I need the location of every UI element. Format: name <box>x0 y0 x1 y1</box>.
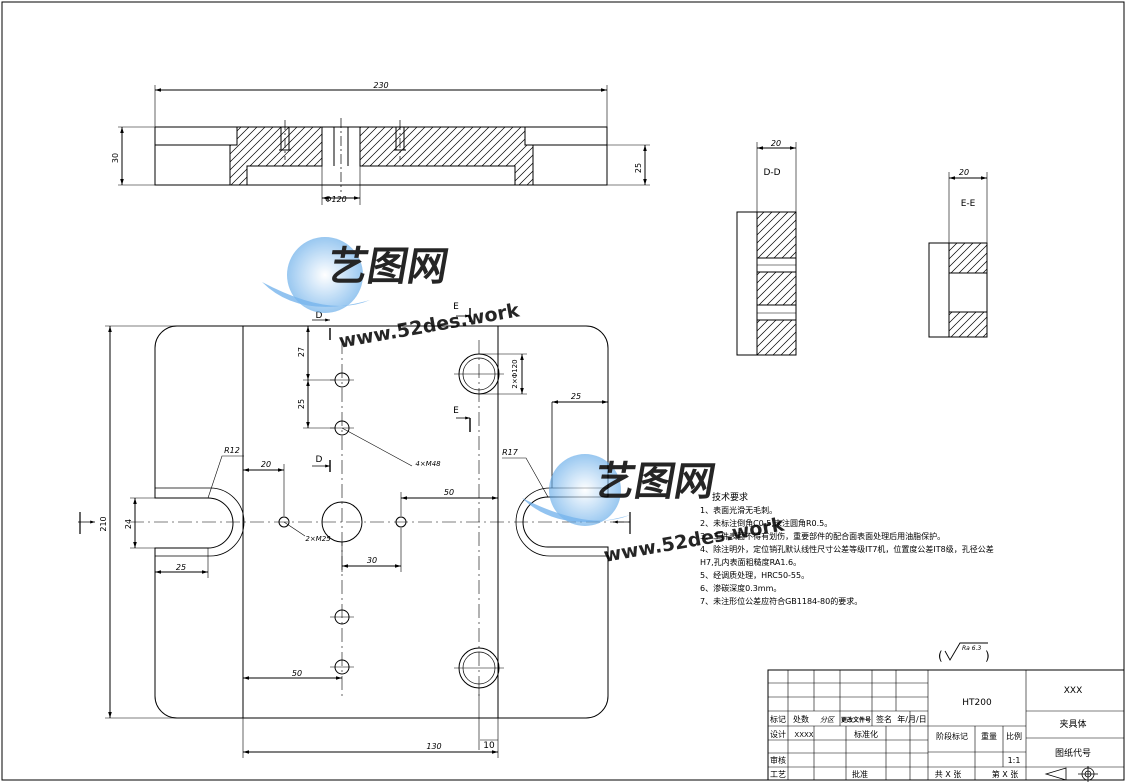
dim-e-holes: 2×Φ120 <box>511 359 519 388</box>
tb-sheets-total: 共 X 张 <box>935 770 962 779</box>
dim-d-offset-2: 25 <box>297 399 306 409</box>
tb-stage: 阶段标记 <box>936 731 968 741</box>
tb-weight: 重量 <box>981 731 997 741</box>
dim-ee-width: 20 <box>959 168 969 177</box>
label-r12: R12 <box>224 446 240 455</box>
section-dd <box>736 142 797 356</box>
roughness-value: Ra 6.3 <box>962 645 981 652</box>
tb-sign: 签名 <box>876 714 892 724</box>
title-block <box>767 669 1125 781</box>
dim-top-height-left: 30 <box>111 153 120 163</box>
tb-zone: 分区 <box>820 716 835 724</box>
watermark-brand-2: 艺图网 <box>591 458 719 505</box>
tb-mark: 标记 <box>770 714 786 724</box>
tb-approve: 批准 <box>852 769 868 779</box>
tech-title: 技术要求 <box>712 491 748 503</box>
top-hatch-right <box>359 126 534 186</box>
tb-check: 审核 <box>770 755 786 765</box>
dim-30: 30 <box>367 556 377 565</box>
dim-50-top: 50 <box>444 488 454 497</box>
section-mark-d-top: D <box>316 311 323 321</box>
tech-requirements: 技术要求 1、表面光滑无毛刺。 2、未标注倒角C0.5,未注圆角R0.5。 3、… <box>700 491 994 606</box>
dim-20: 20 <box>261 460 271 469</box>
dim-top-height-right: 25 <box>634 163 643 173</box>
tb-scale: 1:1 <box>1008 756 1021 765</box>
tb-standard: 标准化 <box>854 729 878 739</box>
tech-item-3: 3、工件表面不得有划伤，重要部件的配合面表面处理后用油脂保护。 <box>700 531 945 541</box>
dim-top-hole: Φ120 <box>325 195 347 204</box>
projection-symbol <box>1044 766 1098 782</box>
dim-plan-height: 210 <box>99 516 108 531</box>
label-m25: 2×M25 <box>305 535 331 543</box>
tb-material: HT200 <box>962 698 992 708</box>
dim-d-offset-1: 27 <box>297 347 306 357</box>
tech-item-7: 6、渗碳深度0.3mm。 <box>700 583 781 593</box>
tb-count: 处数 <box>793 714 809 724</box>
roughness-open: ( <box>938 649 943 663</box>
tb-designer: XXXX <box>794 731 813 739</box>
tb-company: XXX <box>1064 686 1083 696</box>
dim-10: 10 <box>483 741 495 751</box>
label-m8: 4×M48 <box>415 460 441 468</box>
top-section-view <box>118 85 650 205</box>
tech-item-4: 4、除注明外，定位销孔默认线性尺寸公差等级IT7机，位置度公差IT8级，孔径公差 <box>700 544 994 554</box>
watermark-brand-1: 艺图网 <box>324 243 452 290</box>
dim-plan-width: 130 <box>426 742 441 751</box>
section-mark-e-top: E <box>453 302 459 312</box>
dim-right-slot: 25 <box>571 392 581 401</box>
dim-24: 24 <box>124 519 133 529</box>
dim-50-bottom: 50 <box>292 669 302 678</box>
section-mark-d-bottom: D <box>316 455 323 465</box>
top-hatch-left <box>229 126 323 186</box>
tb-process: 工艺 <box>770 770 786 779</box>
dim-dd-width: 20 <box>771 139 781 148</box>
tech-item-8: 7、未注形位公差应符合GB1184-80的要求。 <box>700 596 862 606</box>
watermark-globe-1 <box>287 237 363 313</box>
section-ee <box>928 172 988 338</box>
watermark-globe-2 <box>549 454 621 526</box>
dd-title: D-D <box>763 168 780 178</box>
dim-left-slot: 25 <box>176 563 186 572</box>
tech-item-1: 1、表面光滑无毛刺。 <box>700 505 777 515</box>
tb-date: 年/月/日 <box>897 714 926 724</box>
ee-title: E-E <box>961 199 976 209</box>
tb-drawing-no: 图纸代号 <box>1055 747 1091 759</box>
tech-item-2: 2、未标注倒角C0.5,未注圆角R0.5。 <box>700 518 832 528</box>
roughness-symbol: ( Ra 6.3 ) <box>938 642 990 663</box>
tech-item-5: H7,孔内表面粗糙度RA1.6。 <box>700 557 801 567</box>
watermark-1: 艺图网 www.52des.work <box>262 237 521 353</box>
tb-sheet-no: 第 X 张 <box>992 769 1019 779</box>
roughness-close: ) <box>985 649 990 663</box>
dim-top-width: 230 <box>373 81 388 90</box>
plan-view <box>78 308 631 758</box>
section-mark-e-bottom: E <box>453 406 459 416</box>
label-r17: R17 <box>502 448 519 457</box>
tb-part-name: 夹具体 <box>1059 718 1086 730</box>
tb-scale-label: 比例 <box>1006 731 1022 741</box>
tb-design: 设计 <box>770 729 786 739</box>
tb-doc-no: 更改文件号 <box>841 716 871 724</box>
tech-item-6: 5、经调质处理，HRC50-55。 <box>700 570 809 580</box>
